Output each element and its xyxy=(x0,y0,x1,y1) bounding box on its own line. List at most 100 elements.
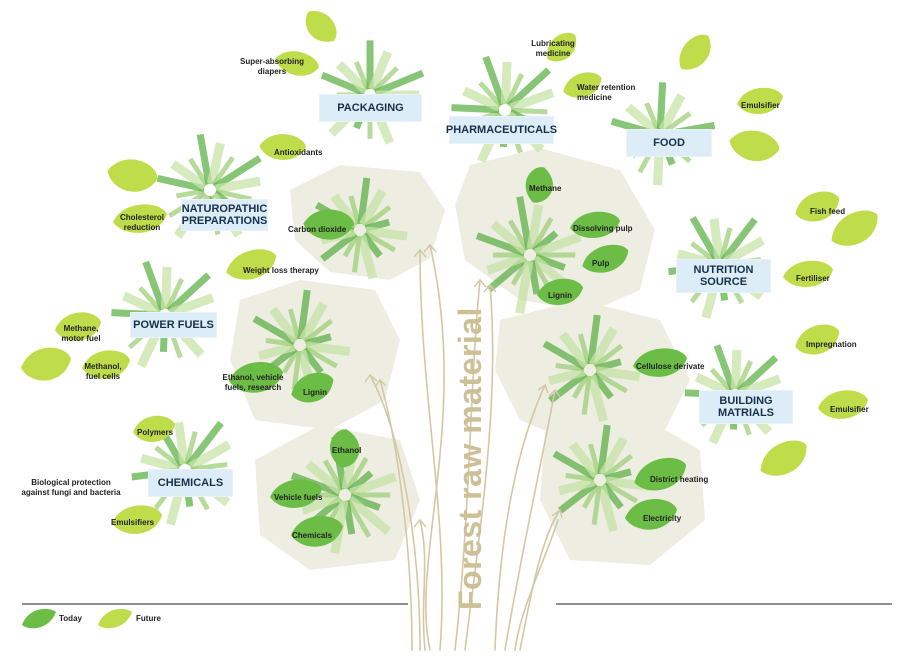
burst-ray xyxy=(599,436,628,478)
leaf-fertiliser xyxy=(783,260,833,288)
arrowhead xyxy=(483,283,497,293)
burst-ray xyxy=(559,331,590,368)
label-biological: Biological protection against fungi and … xyxy=(21,478,121,497)
trunk-stems xyxy=(369,244,561,651)
burst-ray xyxy=(165,277,185,311)
burst-ray xyxy=(475,232,526,257)
burst-ray xyxy=(500,61,512,105)
burst-ray xyxy=(722,236,765,266)
burst-ray xyxy=(160,266,172,310)
leaf-pulp xyxy=(582,244,629,273)
burst-ray xyxy=(603,453,634,479)
burst-ray xyxy=(190,461,228,472)
burst-ray xyxy=(720,217,758,263)
burst-ray xyxy=(663,111,692,134)
label-emulsifier-food: Emulsifier xyxy=(741,101,780,110)
burst-ray xyxy=(170,160,208,191)
burst-ray xyxy=(593,370,628,394)
burst-ray xyxy=(357,177,371,225)
burst-ray xyxy=(363,205,392,229)
burst-ray xyxy=(188,157,209,187)
leaves xyxy=(21,11,878,547)
burst-ray xyxy=(581,375,592,415)
leaf-methane-motor xyxy=(55,312,101,341)
leaf-fish-feed xyxy=(795,191,840,222)
category-building: BUILDING MATRIALS xyxy=(700,391,792,423)
burst-ray xyxy=(709,218,724,260)
leaf-ethanol-vehicle xyxy=(229,362,283,393)
leaf-district-heating xyxy=(634,457,687,491)
label-lignin-left: Lignin xyxy=(303,388,327,397)
burst-ray xyxy=(269,306,300,343)
burst-ray xyxy=(507,67,552,109)
burst-ray xyxy=(656,82,667,130)
burst-ray xyxy=(557,477,596,496)
burst-ray xyxy=(587,443,601,475)
burst-ray xyxy=(291,350,302,390)
burst-pulp xyxy=(475,196,582,315)
stem-3 xyxy=(454,279,481,651)
label-pulp: Pulp xyxy=(592,259,610,268)
burst-ray xyxy=(196,133,213,185)
burst-ray xyxy=(345,456,369,492)
burst-ray xyxy=(265,338,295,347)
leaf-building-low xyxy=(760,440,807,476)
leaf-weight-loss xyxy=(226,249,277,280)
burst-ray xyxy=(555,363,585,372)
legend-today-label: Today xyxy=(59,614,82,623)
burst-ray xyxy=(140,453,181,473)
burst-ray xyxy=(571,373,590,399)
label-methanol: Methanol, fuel cells xyxy=(84,362,122,381)
burst-ray xyxy=(591,485,602,525)
stem-6 xyxy=(504,389,556,651)
burst-ray xyxy=(478,81,503,108)
burst-ray xyxy=(354,61,371,91)
leaf-fish-feed-2 xyxy=(831,210,878,246)
leaf-emulsifier-food xyxy=(737,87,783,115)
leaf-emulsifiers xyxy=(112,505,162,534)
leaf-top xyxy=(305,11,337,42)
burst-ray xyxy=(185,420,224,468)
burst-ray xyxy=(299,301,328,343)
burst-ray xyxy=(320,71,366,96)
burst-ray xyxy=(252,315,297,346)
burst-ray xyxy=(735,360,753,391)
label-ethanol-vehicle: Ethanol, vehicle fuels, research xyxy=(222,373,284,392)
burst-ray xyxy=(281,348,300,374)
burst-ray xyxy=(156,174,205,193)
leaf-carbon-dioxide xyxy=(303,209,355,240)
burst-ray xyxy=(320,230,358,262)
burst-ray xyxy=(211,156,235,187)
burst-ray xyxy=(485,252,526,275)
burst-ray xyxy=(349,472,397,498)
leaf-lignin-left xyxy=(291,372,334,403)
stem-8 xyxy=(514,519,559,651)
leaf-chemicals xyxy=(291,516,343,547)
burst-ray xyxy=(625,103,659,135)
leaf-impregnation xyxy=(795,324,840,355)
burst-ray xyxy=(597,484,619,533)
label-water-retention: Water retention medicine xyxy=(577,83,636,102)
leaf-emulsifier-building xyxy=(818,390,868,419)
category-packaging: PACKAGING xyxy=(320,95,421,121)
stem-10 xyxy=(379,379,413,651)
burst-ray xyxy=(595,366,641,382)
label-emulsifier-building: Emulsifier xyxy=(830,405,869,414)
label-lubricating: Lubricating medicine xyxy=(531,39,575,58)
burst-ray xyxy=(359,188,387,228)
stem-11 xyxy=(419,519,426,651)
label-cellulose: Cellulose derivate xyxy=(636,362,705,371)
burst-ray xyxy=(187,440,232,471)
burst-cellulose xyxy=(542,314,641,423)
label-impregnation: Impregnation xyxy=(806,340,857,349)
burst-ray xyxy=(305,460,344,495)
burst-ray xyxy=(451,104,500,114)
burst-ray xyxy=(346,495,392,535)
burst-ray xyxy=(365,226,408,241)
burst-ray xyxy=(516,196,533,250)
label-emulsifiers-chem: Emulsifiers xyxy=(111,518,155,527)
burst-ray xyxy=(154,445,182,469)
burst-ray xyxy=(730,349,742,390)
burst-ray xyxy=(587,374,609,423)
burst-packaging xyxy=(320,40,425,145)
